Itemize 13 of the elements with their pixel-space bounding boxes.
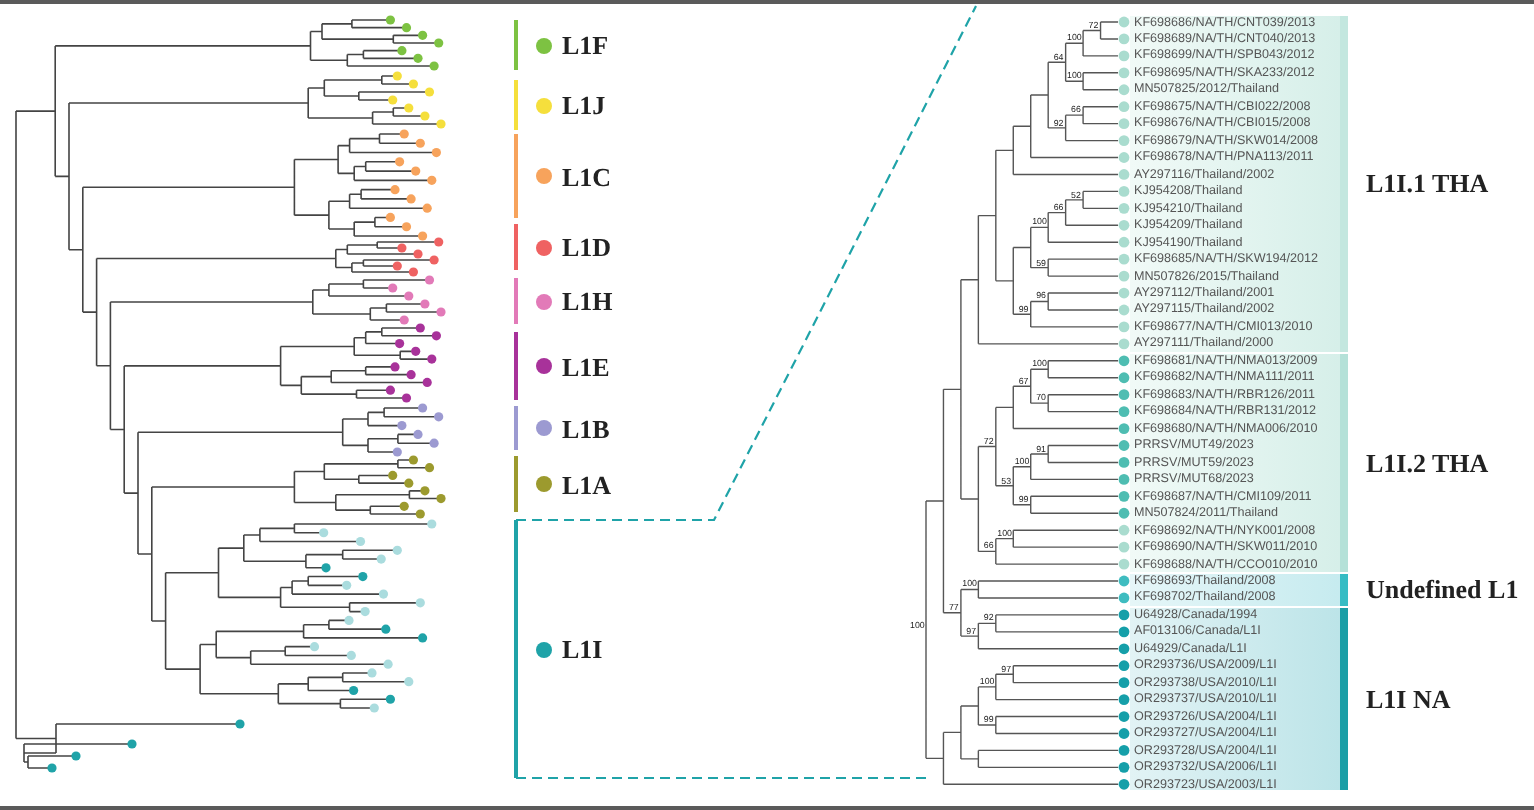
clade-label: L1I — [562, 634, 603, 664]
clade-label: L1J — [562, 90, 606, 120]
clade-label: L1D — [562, 232, 612, 262]
clade-label: L1C — [562, 161, 612, 191]
clade-label: L1B — [562, 413, 610, 443]
clade-label: L1F — [562, 30, 609, 60]
clade-label: L1E — [562, 351, 610, 381]
clade-label: L1H — [562, 286, 613, 316]
clade-label: L1I.1 THA — [1366, 168, 1489, 199]
clade-label: L1I NA — [1366, 684, 1451, 715]
clade-label: L1I.2 THA — [1366, 447, 1489, 478]
clade-label: L1A — [562, 469, 612, 499]
clade-label: Undefined L1 — [1366, 574, 1519, 605]
